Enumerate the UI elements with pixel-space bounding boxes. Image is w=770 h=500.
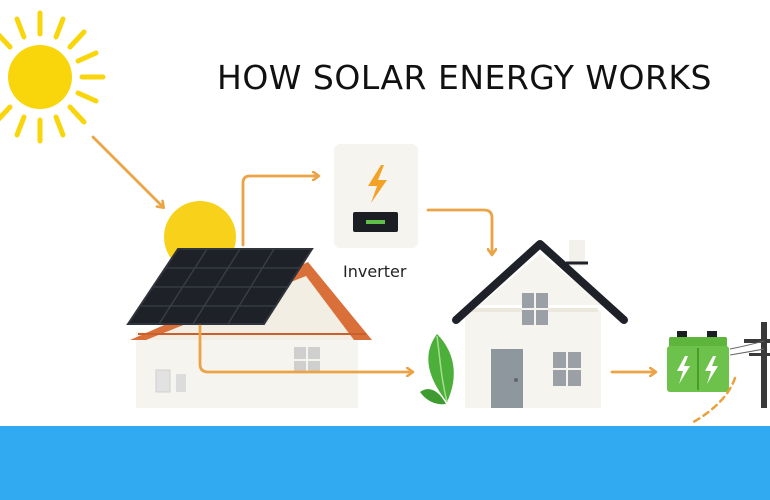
sun-icon <box>0 10 106 144</box>
power-pole-icon <box>688 322 770 426</box>
house-door <box>491 349 523 408</box>
solar-panel-icon <box>126 248 314 325</box>
left-house-window <box>294 347 320 373</box>
leaf-icon <box>420 334 454 405</box>
arrow-sun-to-panel <box>91 135 163 207</box>
page-title: HOW SOLAR ENERGY WORKS <box>217 58 712 97</box>
inverter-label: Inverter <box>343 262 407 281</box>
arrow-panel-to-leaf <box>198 324 412 372</box>
house-attic-window <box>522 293 548 325</box>
house-window <box>553 352 581 386</box>
arrow-inverter-to-house <box>426 208 492 254</box>
battery-icon <box>667 331 729 392</box>
house-icon <box>452 240 628 408</box>
inverter-icon <box>334 144 418 248</box>
arrow-panel-to-inverter <box>241 176 318 247</box>
water-band <box>0 426 770 500</box>
lightning-bolt-icon <box>368 165 387 203</box>
